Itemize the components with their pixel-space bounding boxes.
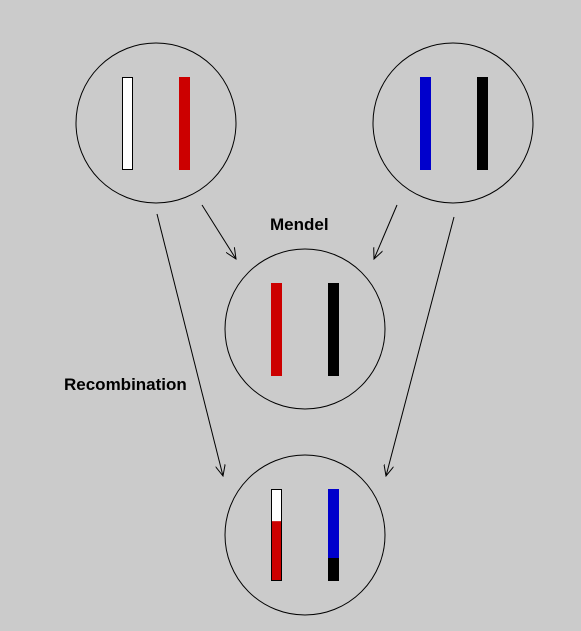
chromosome-blue: [420, 77, 431, 170]
chromosome-black: [328, 283, 339, 376]
chromosome-white-red: [271, 489, 282, 581]
chromosome-red: [271, 283, 282, 376]
chromosome-segment: [328, 558, 339, 581]
mendel-label: Mendel: [270, 215, 329, 234]
chromosome-segment: [420, 77, 431, 170]
cell-parent-right: [372, 42, 534, 204]
chromosome-red: [179, 77, 190, 170]
chromosome-segment: [179, 77, 190, 170]
cell-parent-left: [75, 42, 237, 204]
cell-offspring-mendel: [224, 248, 386, 410]
chromosome-white: [122, 77, 133, 170]
chromosome-outline: [122, 77, 133, 170]
chromosome-black: [477, 77, 488, 170]
cell-offspring-recombination: [224, 454, 386, 616]
chromosome-segment: [271, 283, 282, 376]
recombination-label: Recombination: [64, 375, 187, 394]
cell-outline: [75, 42, 237, 204]
arrow-left-parent-to-mendel: [201, 204, 236, 259]
chromosome-segment: [271, 521, 282, 581]
arrow-right-parent-to-mendel: [374, 204, 398, 259]
cell-outline: [372, 42, 534, 204]
chromosome-segment: [328, 489, 339, 558]
chromosome-blue-black: [328, 489, 339, 581]
chromosome-segment: [271, 489, 282, 522]
arrow-left-parent-to-recombination: [156, 213, 223, 476]
chromosome-segment: [122, 77, 133, 170]
arrow-right-parent-to-recombination: [386, 216, 455, 476]
cell-outline: [224, 248, 386, 410]
cell-outline: [224, 454, 386, 616]
chromosome-outline: [271, 489, 282, 581]
chromosome-segment: [328, 283, 339, 376]
chromosome-segment: [477, 77, 488, 170]
